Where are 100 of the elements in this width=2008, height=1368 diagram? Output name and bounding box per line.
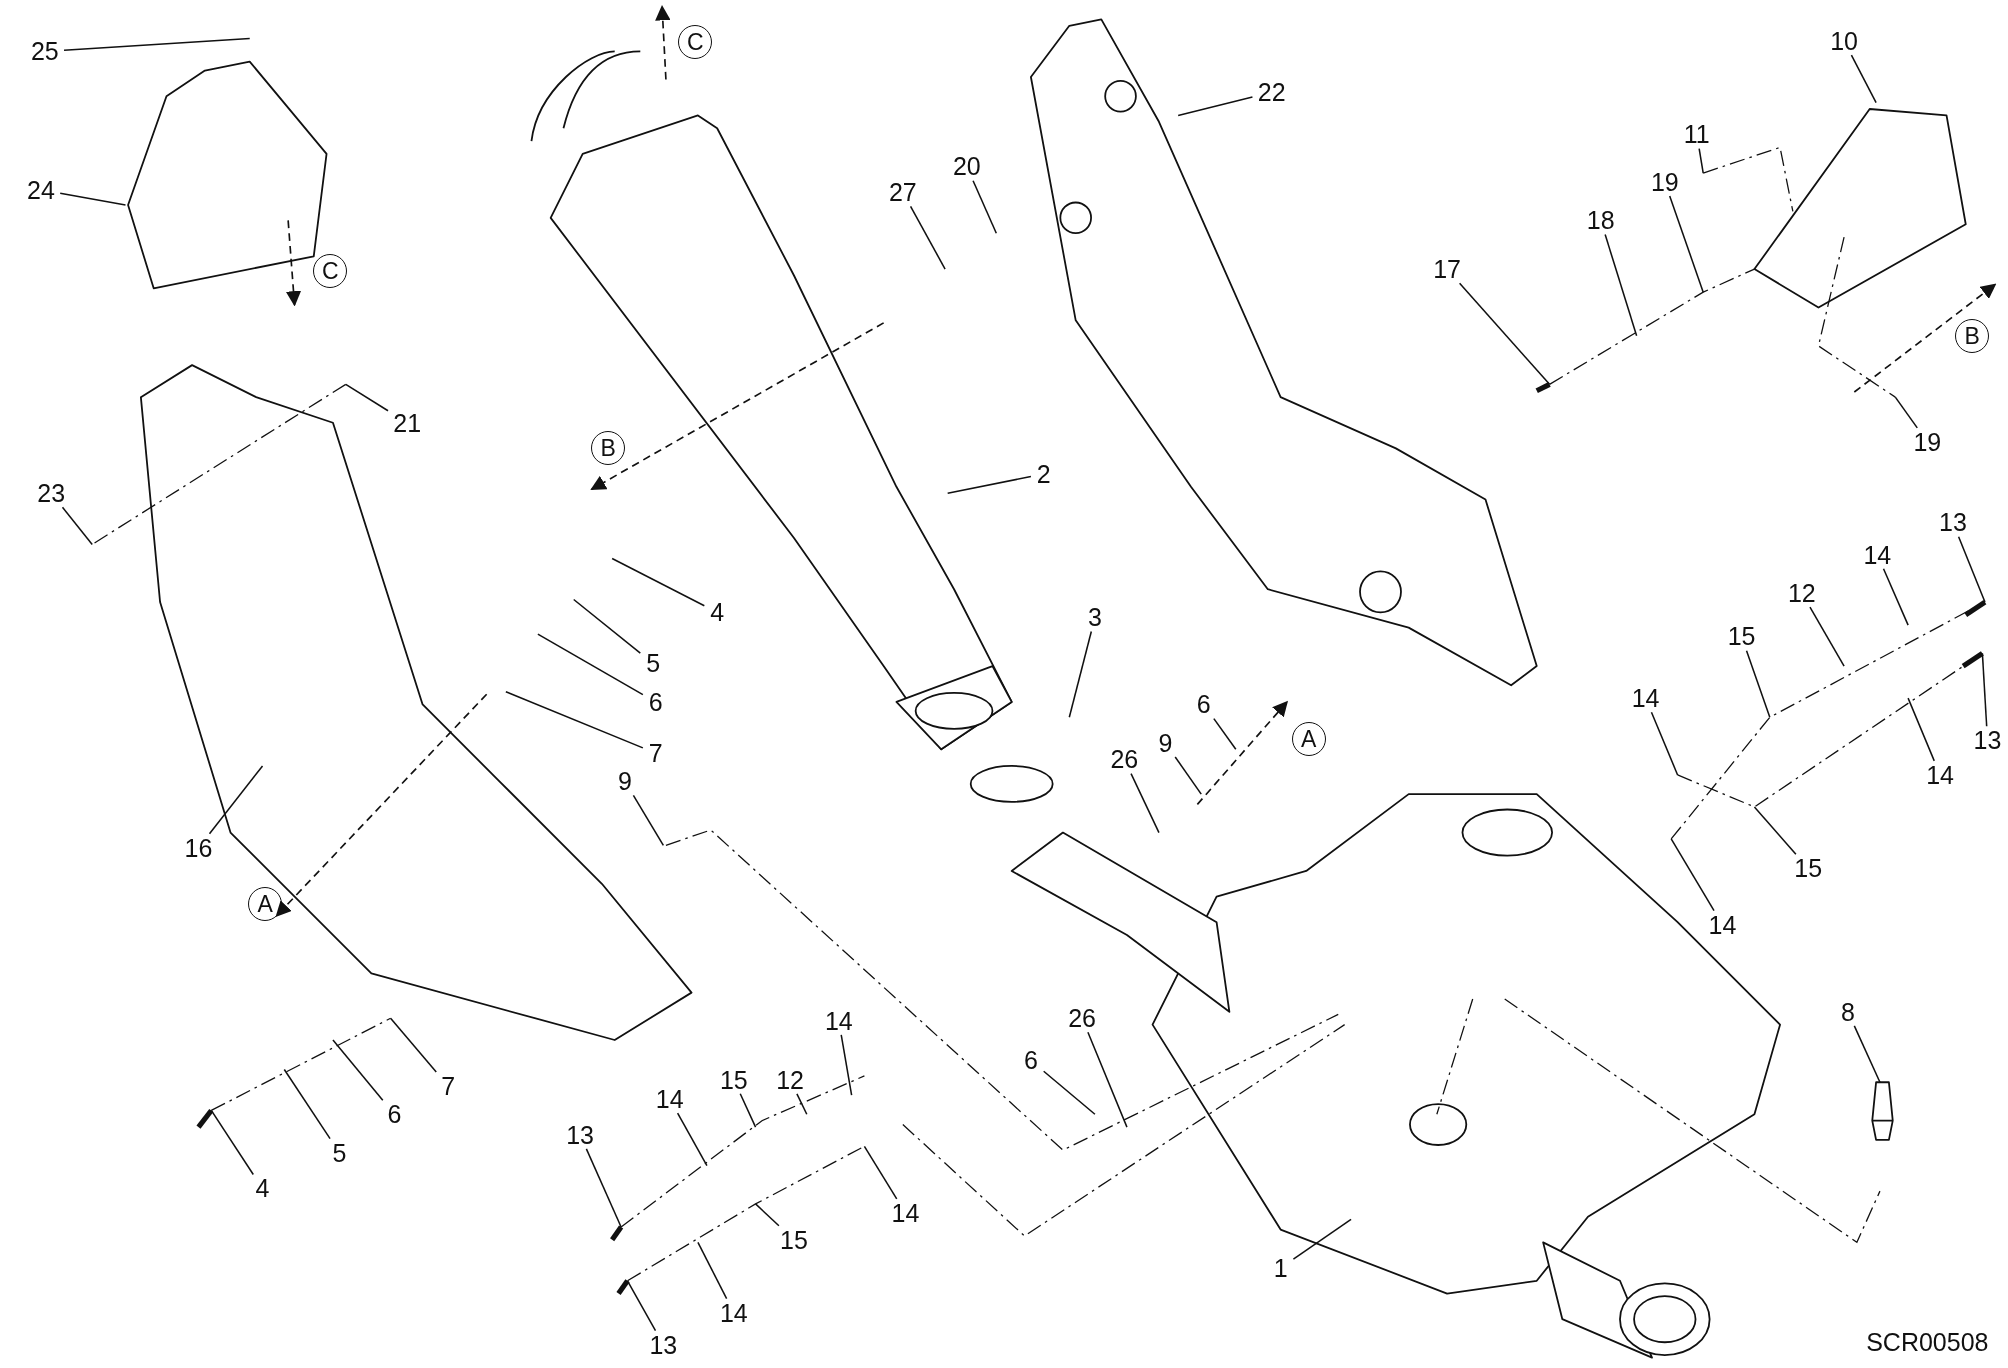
leader-line bbox=[1668, 195, 1704, 293]
callout-number: 9 bbox=[1158, 730, 1173, 756]
callout-number: 9 bbox=[618, 768, 632, 794]
callout-number: 14 bbox=[1708, 912, 1737, 938]
leader-line bbox=[1698, 147, 1704, 174]
callout-number: 4 bbox=[710, 599, 725, 625]
callout-number: 25 bbox=[30, 38, 59, 64]
callout-number: 5 bbox=[332, 1140, 347, 1166]
leader-line bbox=[1957, 535, 1986, 603]
callout-number: 21 bbox=[393, 410, 422, 436]
leader-line bbox=[946, 475, 1032, 494]
callout-number: 4 bbox=[255, 1175, 270, 1201]
leader-line bbox=[1907, 697, 1936, 762]
leader-line bbox=[332, 1039, 384, 1101]
leader-line bbox=[676, 1112, 708, 1167]
callout-number: 13 bbox=[649, 1332, 678, 1358]
leader-line bbox=[537, 633, 644, 696]
callout-number: 14 bbox=[655, 1086, 684, 1112]
leader-line bbox=[1604, 233, 1638, 337]
callout-number: 7 bbox=[441, 1073, 456, 1099]
leader-line bbox=[739, 1093, 757, 1128]
callout-number: 19 bbox=[1913, 429, 1942, 455]
leader-line bbox=[59, 192, 127, 206]
callout-number: 7 bbox=[648, 740, 663, 766]
leader-line bbox=[697, 1241, 728, 1300]
leader-line bbox=[585, 1148, 622, 1228]
leader-line bbox=[626, 1280, 657, 1332]
callout-number: 6 bbox=[648, 689, 663, 715]
leader-line bbox=[345, 383, 389, 412]
callout-number: 14 bbox=[824, 1008, 853, 1034]
callout-number: 6 bbox=[1023, 1047, 1038, 1073]
callout-number: 24 bbox=[27, 177, 55, 202]
leader-line bbox=[1292, 1218, 1352, 1260]
leader-line bbox=[1087, 1031, 1128, 1128]
leader-line bbox=[1213, 717, 1237, 751]
callout-number: 12 bbox=[1787, 580, 1816, 606]
leader-line bbox=[572, 598, 642, 654]
callout-number: 6 bbox=[1196, 691, 1211, 717]
leader-line bbox=[1650, 711, 1679, 776]
callout-number: 15 bbox=[780, 1227, 808, 1253]
callout-number: 1 bbox=[1273, 1255, 1288, 1281]
leader-line bbox=[972, 179, 998, 234]
leader-line bbox=[63, 37, 251, 51]
leader-line bbox=[1670, 838, 1715, 912]
leader-line bbox=[389, 1017, 437, 1073]
callout-number: 17 bbox=[1433, 256, 1461, 282]
callout-number: 8 bbox=[1840, 999, 1855, 1025]
leader-line bbox=[1981, 652, 1988, 728]
leader-line bbox=[210, 1109, 255, 1176]
leader-line bbox=[1174, 756, 1202, 795]
callout-number: 14 bbox=[719, 1300, 748, 1326]
callout-number: 14 bbox=[1863, 542, 1892, 567]
leader-line bbox=[505, 690, 644, 749]
callout-number: 5 bbox=[646, 650, 661, 676]
callout-number: 14 bbox=[891, 1200, 920, 1226]
callout-number: 23 bbox=[37, 480, 66, 506]
leader-line bbox=[1458, 282, 1551, 386]
callout-number: 26 bbox=[1110, 746, 1139, 772]
leader-line bbox=[208, 765, 264, 835]
callout-number: 19 bbox=[1650, 169, 1679, 195]
leader-line bbox=[283, 1068, 331, 1140]
leader-line bbox=[1753, 806, 1797, 856]
leader-line bbox=[754, 1203, 780, 1227]
leader-line bbox=[1068, 630, 1093, 719]
callout-number: 15 bbox=[1794, 855, 1823, 881]
callout-number: 13 bbox=[1939, 510, 1967, 535]
leader-line bbox=[1894, 396, 1919, 429]
callout-number: 3 bbox=[1087, 604, 1102, 630]
drawing-code: SCR00508 bbox=[1866, 1327, 1989, 1357]
callout-number: 16 bbox=[184, 835, 213, 861]
callout-number: 27 bbox=[888, 179, 917, 205]
leader-line bbox=[909, 205, 946, 270]
leader-line bbox=[863, 1145, 898, 1200]
callout-number: 2 bbox=[1036, 461, 1051, 487]
leader-line bbox=[1745, 649, 1771, 719]
callout-number: 26 bbox=[1068, 1005, 1096, 1031]
callout-number: 6 bbox=[387, 1101, 402, 1127]
callout-number: 14 bbox=[1631, 685, 1660, 711]
callout-number: 15 bbox=[719, 1067, 748, 1093]
callout-number: 15 bbox=[1727, 623, 1756, 649]
callout-number: 10 bbox=[1830, 28, 1858, 54]
leader-line bbox=[1850, 54, 1877, 104]
leader-line bbox=[840, 1034, 853, 1096]
leader-line bbox=[1130, 772, 1160, 834]
leader-line bbox=[632, 794, 665, 847]
callout-number: 13 bbox=[566, 1122, 594, 1148]
leader-line bbox=[1809, 606, 1845, 667]
leader-line bbox=[61, 506, 93, 546]
callout-number: 20 bbox=[952, 153, 981, 179]
leader-line bbox=[1882, 567, 1909, 626]
leader-line bbox=[611, 557, 706, 607]
leader-line bbox=[1853, 1025, 1881, 1084]
callout-number: 18 bbox=[1586, 207, 1615, 233]
callout-number: 22 bbox=[1257, 79, 1286, 105]
leader-line bbox=[1177, 96, 1254, 117]
leader-line bbox=[796, 1093, 808, 1116]
callout-number: 14 bbox=[1926, 762, 1955, 788]
callout-number: 13 bbox=[1973, 727, 2002, 753]
leader-line bbox=[1042, 1070, 1096, 1116]
callout-number: 11 bbox=[1683, 121, 1710, 147]
